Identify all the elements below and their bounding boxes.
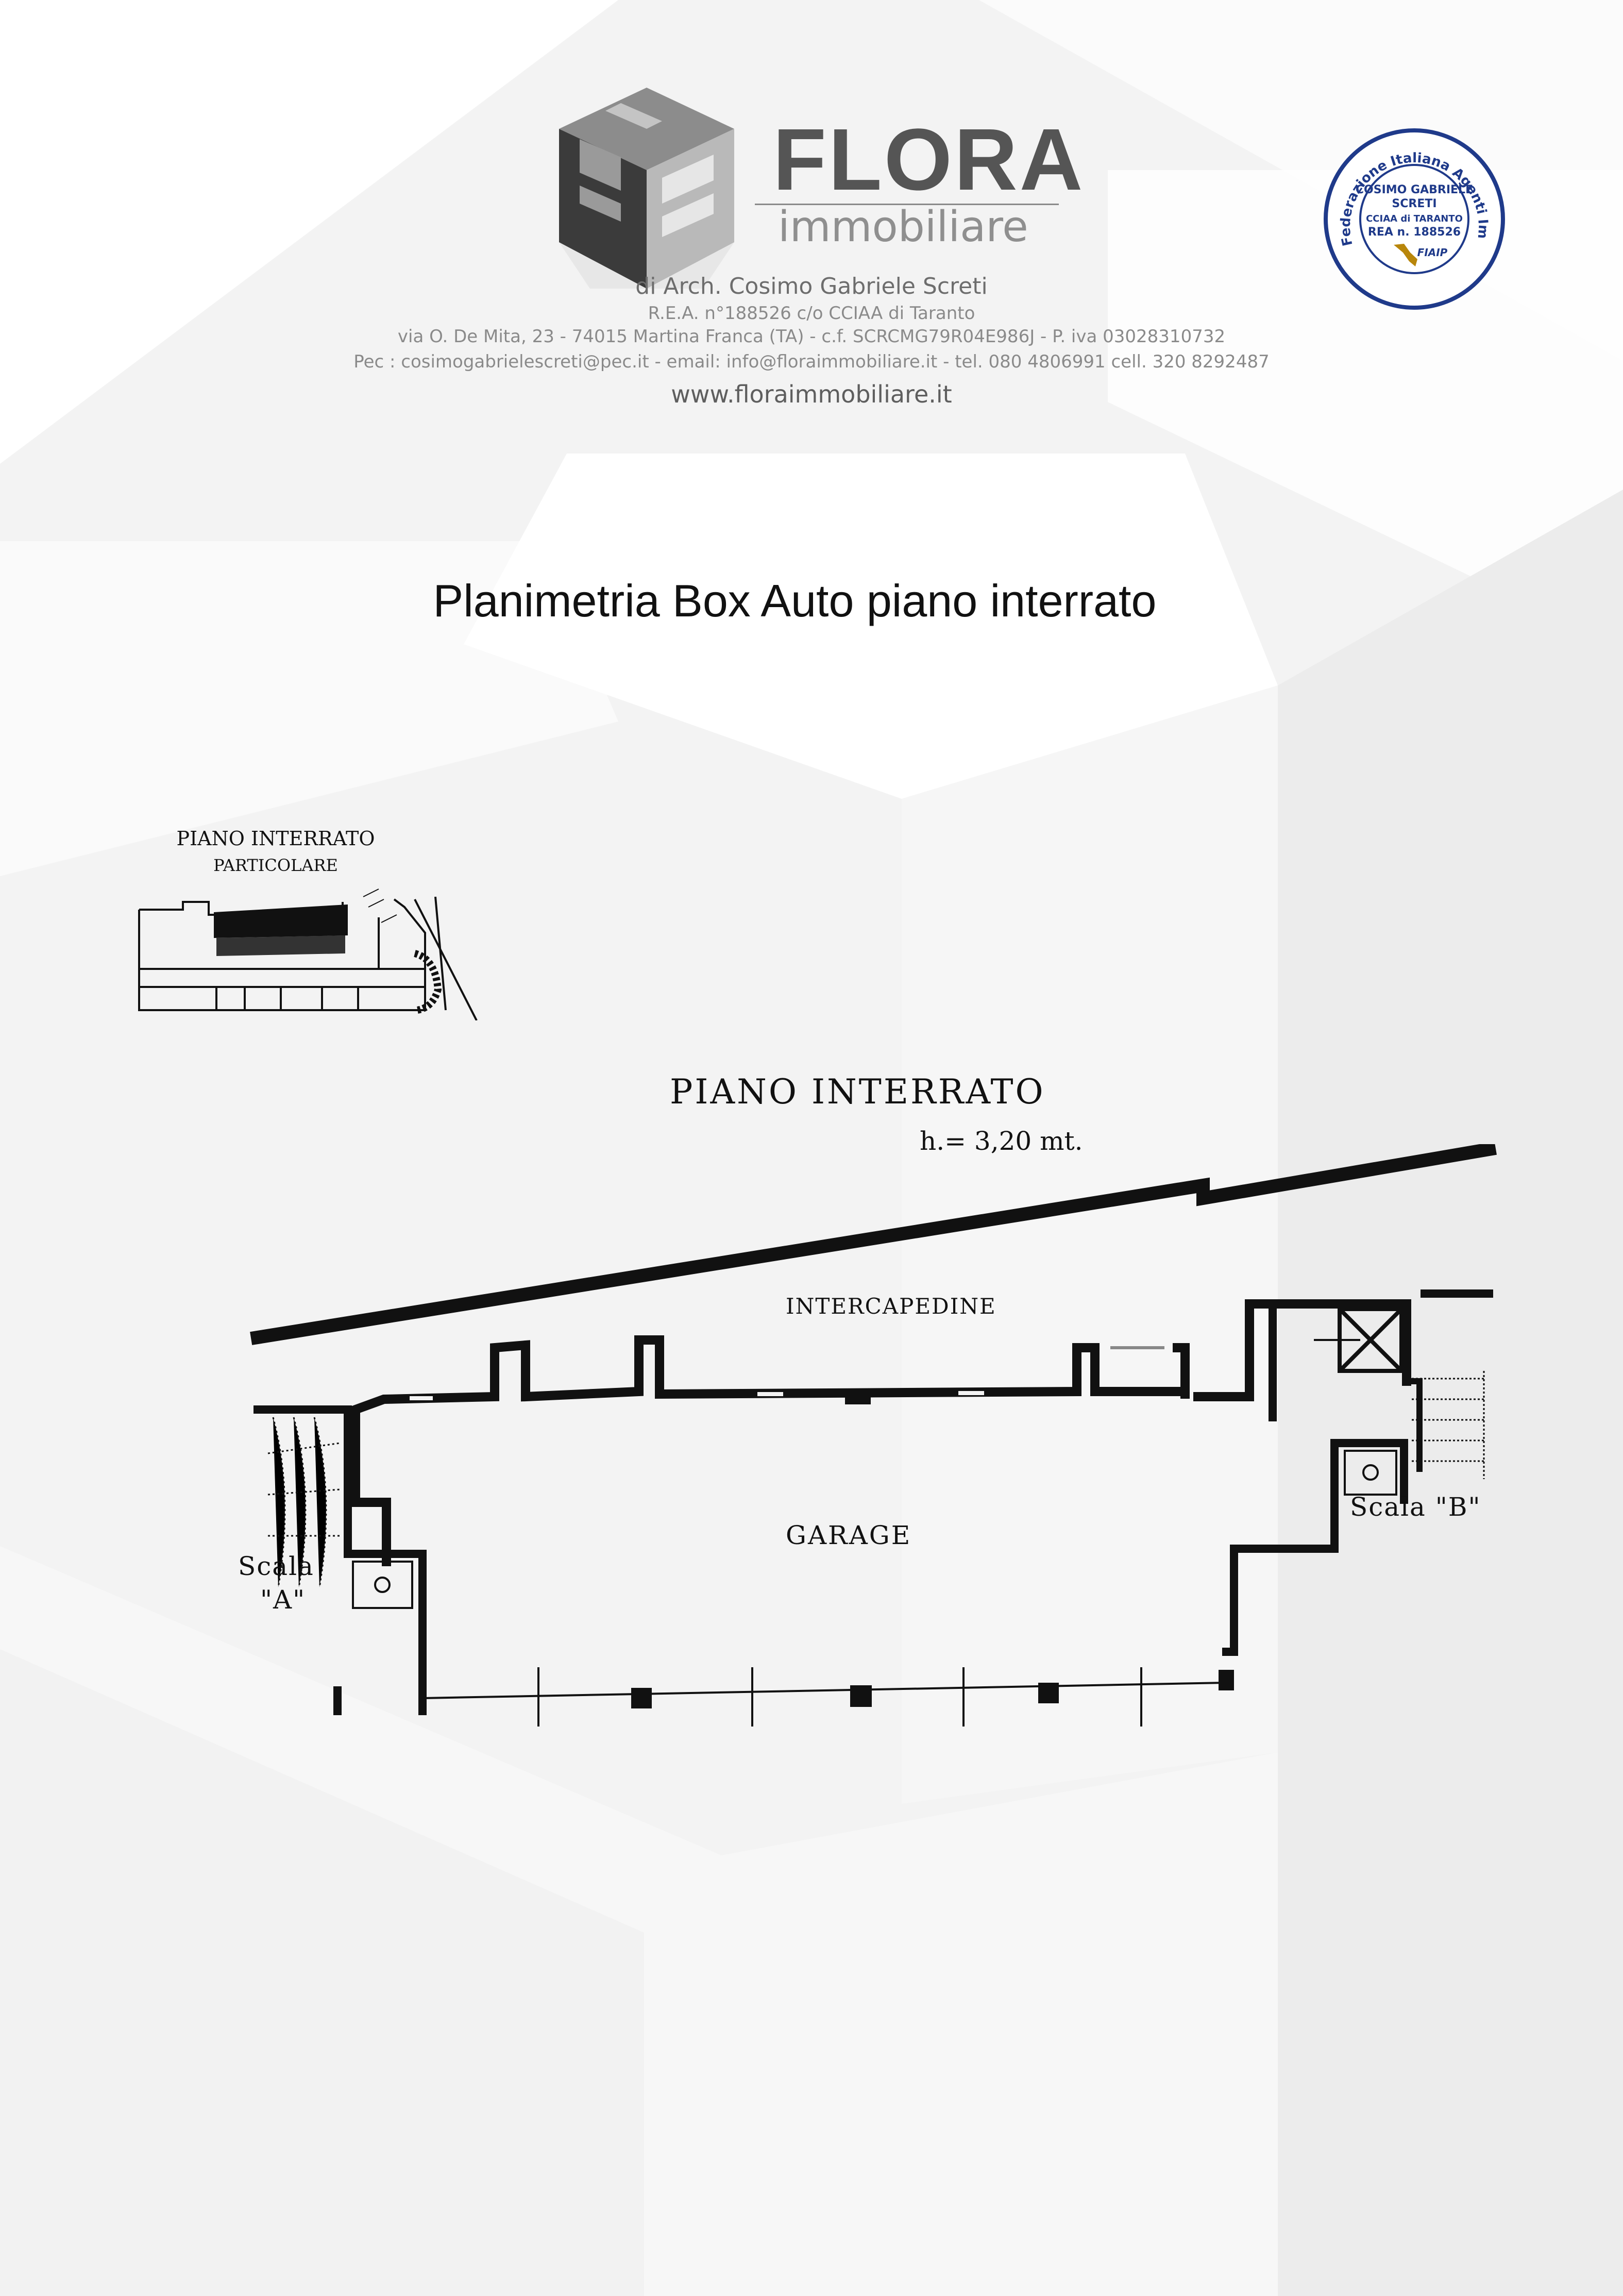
label-scala-a: Scala xyxy=(238,1551,314,1581)
owner-line: di Arch. Cosimo Gabriele Screti xyxy=(635,273,988,299)
elevator-shaft xyxy=(1314,1307,1404,1373)
garage-floorplan xyxy=(250,1144,1497,1727)
address-line: via O. De Mita, 23 - 74015 Martina Franc… xyxy=(397,326,1226,347)
seal-line4: REA n. 188526 xyxy=(1368,226,1461,239)
label-scala-a-letter: "A" xyxy=(260,1585,306,1615)
garage-entrance-line xyxy=(422,1667,1227,1727)
brand-name: FLORA xyxy=(773,111,1085,209)
garage-north-wall xyxy=(351,1335,1190,1566)
overview-floorplan xyxy=(138,889,478,1020)
overview-title: PIANO INTERRATO xyxy=(176,827,375,850)
fiaip-seal: Federazione Italiana Agenti Immobiliari … xyxy=(1322,126,1505,310)
seal-line2: SCRETI xyxy=(1392,197,1436,210)
seal-line1: COSIMO GABRIELE xyxy=(1356,183,1473,196)
brand-subtitle: immobiliare xyxy=(778,203,1028,252)
overview-subtitle: PARTICOLARE xyxy=(213,856,338,875)
seal-line3: CCIAA di TARANTO xyxy=(1366,213,1463,224)
document-title: Planimetria Box Auto piano interrato xyxy=(433,575,1157,626)
label-scala-b: Scala "B" xyxy=(1350,1492,1481,1522)
structural-pillars xyxy=(631,1389,1234,1708)
contacts-line: Pec : cosimogabrielescreti@pec.it - emai… xyxy=(353,351,1270,372)
brand-divider xyxy=(755,204,1059,205)
seal-badge: FIAIP xyxy=(1417,246,1448,259)
label-intercapedine: INTERCAPEDINE xyxy=(786,1294,996,1319)
website-link[interactable]: www.floraimmobiliare.it xyxy=(671,380,952,408)
stair-a-hatching xyxy=(267,1417,341,1588)
italy-map-icon xyxy=(1394,244,1417,266)
label-garage: GARAGE xyxy=(786,1520,912,1550)
rea-line: R.E.A. n°188526 c/o CCIAA di Taranto xyxy=(648,303,975,324)
flora-logo-icon xyxy=(559,88,734,289)
floor-title: PIANO INTERRATO xyxy=(670,1072,1045,1112)
stair-b-hatching xyxy=(1412,1371,1485,1479)
floor-height: h.= 3,20 mt. xyxy=(920,1126,1083,1156)
